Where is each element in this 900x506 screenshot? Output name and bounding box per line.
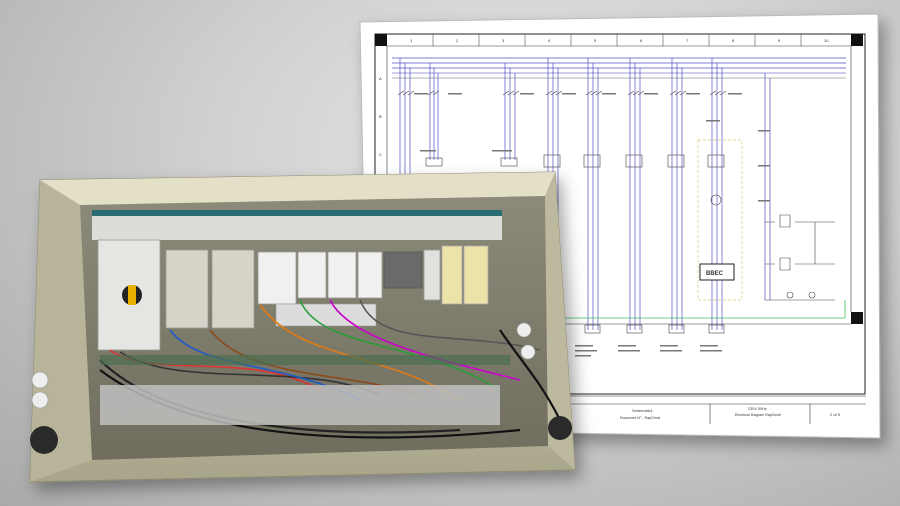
terminal-module [423, 249, 441, 301]
din-devices [97, 239, 489, 351]
cable-gland-left [30, 426, 58, 454]
col-num-8: 8 [732, 38, 735, 43]
contactor-3 [327, 251, 357, 299]
contactor-1 [257, 251, 297, 305]
col-num-6: 6 [640, 38, 643, 43]
schematic-busbars [392, 57, 846, 79]
col-num-7: 7 [686, 38, 689, 43]
bbec-component: BBEC [699, 263, 735, 281]
col-num-5: 5 [594, 38, 597, 43]
cable-gland-right [548, 416, 572, 440]
schematic-symbols [397, 90, 835, 334]
row-letter-a: A [379, 76, 382, 81]
terminal-rail [100, 355, 510, 425]
relay-block [383, 251, 423, 289]
col-num-4: 4 [548, 38, 551, 43]
col-num-3: 3 [502, 38, 505, 43]
contactor-4 [357, 251, 383, 299]
title-center: 230V 50Hz [748, 407, 767, 411]
power-supply-1 [441, 245, 463, 305]
schematic-annotations [414, 93, 770, 357]
title-block: Schematic1 Document N° - RapCircle 230V … [560, 395, 866, 424]
title-left: Schematic1 [632, 408, 654, 413]
schematic-plc-area [560, 139, 846, 319]
sheet-number: 2 of 5 [830, 412, 841, 417]
row-letter-b: B [379, 114, 382, 119]
title-center-sub: Electrical Diagram RapCircle [735, 413, 781, 417]
top-cable-duct [92, 210, 502, 240]
circuit-breaker-1 [165, 249, 209, 329]
column-numbers: 1 2 3 4 5 6 7 8 9 10 [410, 34, 829, 46]
row-letter-c: C [379, 152, 382, 157]
contactor-2 [297, 251, 327, 299]
title-left-sub: Document N° - RapCircle [620, 416, 660, 420]
circuit-breaker-2 [211, 249, 255, 329]
cable-glands [30, 322, 572, 454]
col-num-9: 9 [778, 38, 781, 43]
col-num-1: 1 [410, 38, 413, 43]
overload-relays [275, 303, 377, 327]
col-num-10: 10 [824, 38, 829, 43]
power-supply-2 [463, 245, 489, 305]
bbec-label: BBEC [706, 271, 724, 277]
col-num-2: 2 [456, 38, 459, 43]
